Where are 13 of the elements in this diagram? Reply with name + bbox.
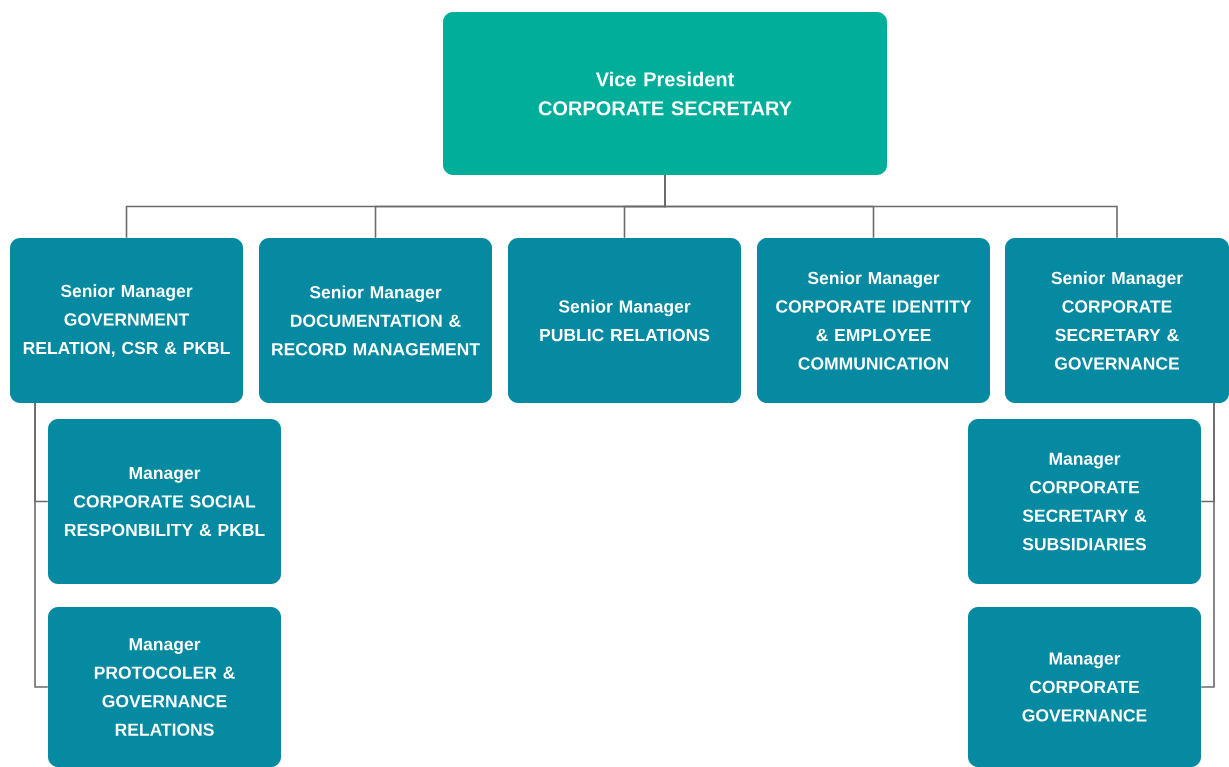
position-box: Senior Manager PUBLIC RELATIONS	[508, 238, 741, 403]
position-box: Senior Manager CORPORATE IDENTITY & EMPLOYEE COMMUNICATION	[757, 238, 990, 403]
position-box: Vice President CORPORATE SECRETARY	[443, 12, 887, 175]
position-box: Senior Manager GOVERNMENT RELATION, CSR & PKBL	[10, 238, 243, 403]
position-box: Senior Manager DOCUMENTATION & RECORD MANAGEMENT	[259, 238, 492, 403]
connector-line	[1200, 402, 1215, 688]
position-box: Manager PROTOCOLER & GOVERNANCE RELATIONS	[48, 607, 281, 767]
position-box: Manager CORPORATE SECRETARY & SUBSIDIARIES	[968, 419, 1201, 584]
position-box: Manager CORPORATE GOVERNANCE	[968, 607, 1201, 767]
position-box: Senior Manager CORPORATE SECRETARY & GOVERNANCE	[1005, 238, 1229, 403]
connector-line	[664, 174, 1118, 239]
connector-line	[34, 402, 49, 688]
position-box: Manager CORPORATE SOCIAL RESPONBILITY & PKBL	[48, 419, 281, 584]
